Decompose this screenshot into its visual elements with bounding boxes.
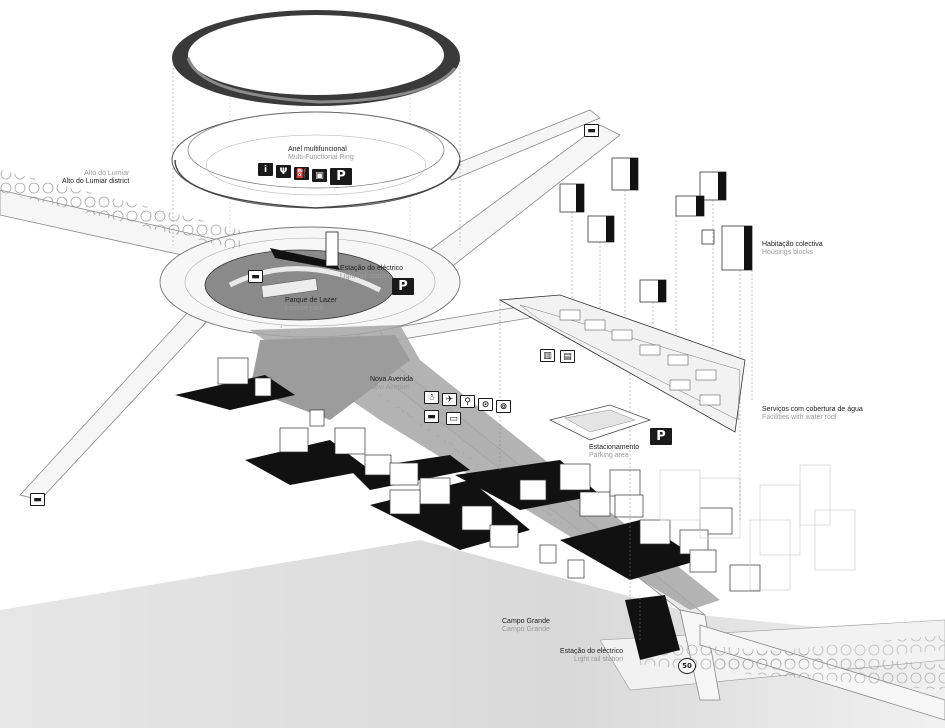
parking-sign-label: P bbox=[656, 429, 666, 444]
label-estacao-eletrico-top: Estação do eléctrico Light rail station bbox=[340, 265, 403, 281]
fuel-icon: ⛽ bbox=[294, 167, 309, 180]
label-campo-grande: Campo Grande Campo Grande bbox=[502, 618, 550, 634]
bike-icon: ⚲ bbox=[460, 395, 475, 408]
label-servicos-pt: Serviços com cobertura de água bbox=[762, 406, 863, 413]
label-habitacao-pt: Habitação colectiva bbox=[762, 241, 823, 248]
label-habitacao-en: Housings blocks bbox=[762, 249, 813, 257]
car-road-icon-sw: ▬ bbox=[30, 493, 45, 506]
roundabout-parking-label: P bbox=[398, 279, 408, 294]
label-estacionamento-en: Parking area bbox=[589, 452, 629, 460]
roundabout-parking-icon: P bbox=[392, 278, 414, 295]
label-campo-grande-pt: Campo Grande bbox=[502, 618, 550, 625]
shop-icon: ▣ bbox=[312, 169, 327, 182]
label-parque-de-lazer: Parque de Lazer Leisure park bbox=[285, 297, 337, 313]
walk-icon: ☃ bbox=[424, 391, 439, 404]
label-alto-do-lumiar-pt: Alto do Lumiar bbox=[84, 170, 130, 177]
label-anel-en: Multi-Functional Ring bbox=[288, 154, 354, 162]
label-parque-en: Leisure park bbox=[285, 305, 324, 313]
label-alto-do-lumiar: Alto do Lumiar Alto do Lumiar district bbox=[62, 170, 129, 186]
label-campo-grande-en: Campo Grande bbox=[502, 626, 550, 634]
label-nova-avenida-en: New Avenue bbox=[370, 384, 410, 392]
car-icon: ▬ bbox=[424, 410, 439, 423]
label-estacao-top-en: Light rail station bbox=[340, 273, 390, 281]
label-nova-avenida-pt: Nova Avenida bbox=[370, 376, 414, 383]
label-habitacao-colectiva: Habitação colectiva Housings blocks bbox=[762, 241, 823, 257]
services-water-roof bbox=[498, 294, 746, 433]
label-estacao-eletrico-bottom: Estação do eléctrico Light rail station bbox=[560, 648, 623, 664]
run-icon: ✈ bbox=[442, 393, 457, 406]
label-servicos: Serviços com cobertura de água Facilitie… bbox=[762, 406, 863, 422]
parking-icon: P bbox=[330, 168, 352, 185]
label-estacionamento-pt: Estacionamento bbox=[589, 444, 640, 451]
speed-sign-label: 50 bbox=[682, 662, 692, 670]
roundabout bbox=[159, 226, 461, 338]
label-estacao-top-pt: Estação do eléctrico bbox=[340, 265, 404, 272]
parking-sign-icon: P bbox=[650, 428, 672, 445]
campo-grande-terrain bbox=[0, 540, 945, 728]
cycle-icon: ⊚ bbox=[496, 400, 511, 413]
label-servicos-en: Facilities with water roof bbox=[762, 414, 837, 422]
speed-sign-icon: 50 bbox=[678, 658, 696, 674]
multifunctional-ring bbox=[171, 10, 461, 245]
restaurant-icon: Ψ bbox=[276, 165, 291, 178]
tram-icon: ▭ bbox=[446, 412, 461, 425]
label-anel-multifuncional: Anel multifuncional Multi-Functional Rin… bbox=[288, 146, 354, 162]
label-nova-avenida: Nova Avenida New Avenue bbox=[370, 376, 413, 392]
station-icon: ▥ bbox=[540, 349, 555, 362]
low-rise-blocks bbox=[217, 357, 761, 592]
label-anel-pt: Anel multifuncional bbox=[288, 146, 347, 153]
housing-towers bbox=[499, 157, 753, 600]
car-road-icon-ne: ▬ bbox=[584, 124, 599, 137]
parking-icon-label: P bbox=[336, 169, 346, 184]
parking-slab bbox=[548, 404, 652, 441]
label-estacionamento: Estacionamento Parking area bbox=[589, 444, 639, 460]
label-estacao-bottom-en: Light rail station bbox=[574, 656, 624, 664]
label-alto-do-lumiar-en: Alto do Lumiar district bbox=[62, 178, 130, 186]
car-road-icon-ring: ▬ bbox=[248, 270, 263, 283]
label-estacao-bottom-pt: Estação do eléctrico bbox=[560, 648, 624, 655]
train-icon: ▤ bbox=[560, 350, 575, 363]
bicycle-icon: ⊙ bbox=[478, 398, 493, 411]
info-icon: i bbox=[258, 163, 273, 176]
label-parque-pt: Parque de Lazer bbox=[285, 297, 337, 304]
bottom-station bbox=[639, 595, 670, 655]
